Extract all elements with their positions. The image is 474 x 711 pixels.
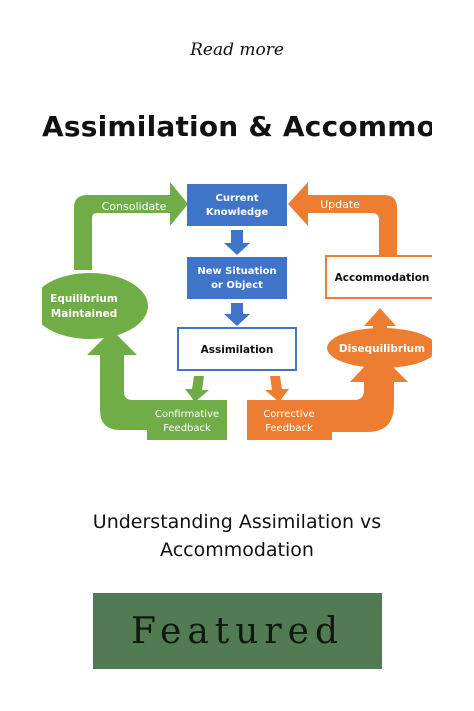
current-knowledge-label-1: Current	[215, 193, 258, 204]
corrective-feedback-box	[247, 400, 332, 440]
accommodation-box	[325, 255, 432, 299]
arrow-down-1	[224, 230, 250, 255]
new-situation-box	[187, 257, 287, 299]
featured-badge: Featured	[93, 593, 382, 669]
assimilation-diagram: Consolidate Equilibrium Maintained Updat…	[42, 182, 432, 440]
accommodation-label: Accommodation	[335, 272, 430, 284]
arrow-down-2	[224, 303, 250, 326]
diagram-image[interactable]: Assimilation & Accommoda Consolidate Equ…	[42, 100, 432, 450]
orange-loop	[288, 182, 408, 432]
confirmative-label-1: Confirmative	[155, 409, 219, 420]
confirmative-feedback-box	[147, 400, 227, 440]
current-knowledge-box	[187, 184, 287, 226]
assimilation-box	[177, 327, 297, 371]
equilibrium-label-2: Maintained	[51, 308, 117, 320]
consolidate-label: Consolidate	[102, 200, 167, 213]
new-situation-label-1: New Situation	[197, 266, 276, 277]
disequilibrium-label: Disequilibrium	[339, 343, 425, 355]
green-loop	[74, 182, 188, 430]
new-situation-label-2: or Object	[211, 280, 263, 291]
article-title-link[interactable]: Understanding Assimilation vs Accommodat…	[92, 511, 382, 561]
featured-label: Featured	[131, 610, 344, 652]
confirmative-label-2: Feedback	[163, 423, 211, 434]
diagram-title: Assimilation & Accommoda	[42, 110, 432, 143]
update-label: Update	[320, 198, 360, 211]
arrow-to-confirmative	[185, 376, 209, 402]
corrective-label-1: Corrective	[263, 409, 314, 420]
arrow-to-corrective	[265, 376, 289, 402]
equilibrium-label-1: Equilibrium	[50, 293, 118, 305]
equilibrium-oval	[42, 273, 148, 339]
current-knowledge-label-2: Knowledge	[206, 207, 269, 218]
read-more-link[interactable]: Read more	[190, 40, 284, 60]
assimilation-label: Assimilation	[201, 344, 274, 356]
corrective-label-2: Feedback	[265, 423, 313, 434]
disequilibrium-oval	[327, 328, 432, 368]
